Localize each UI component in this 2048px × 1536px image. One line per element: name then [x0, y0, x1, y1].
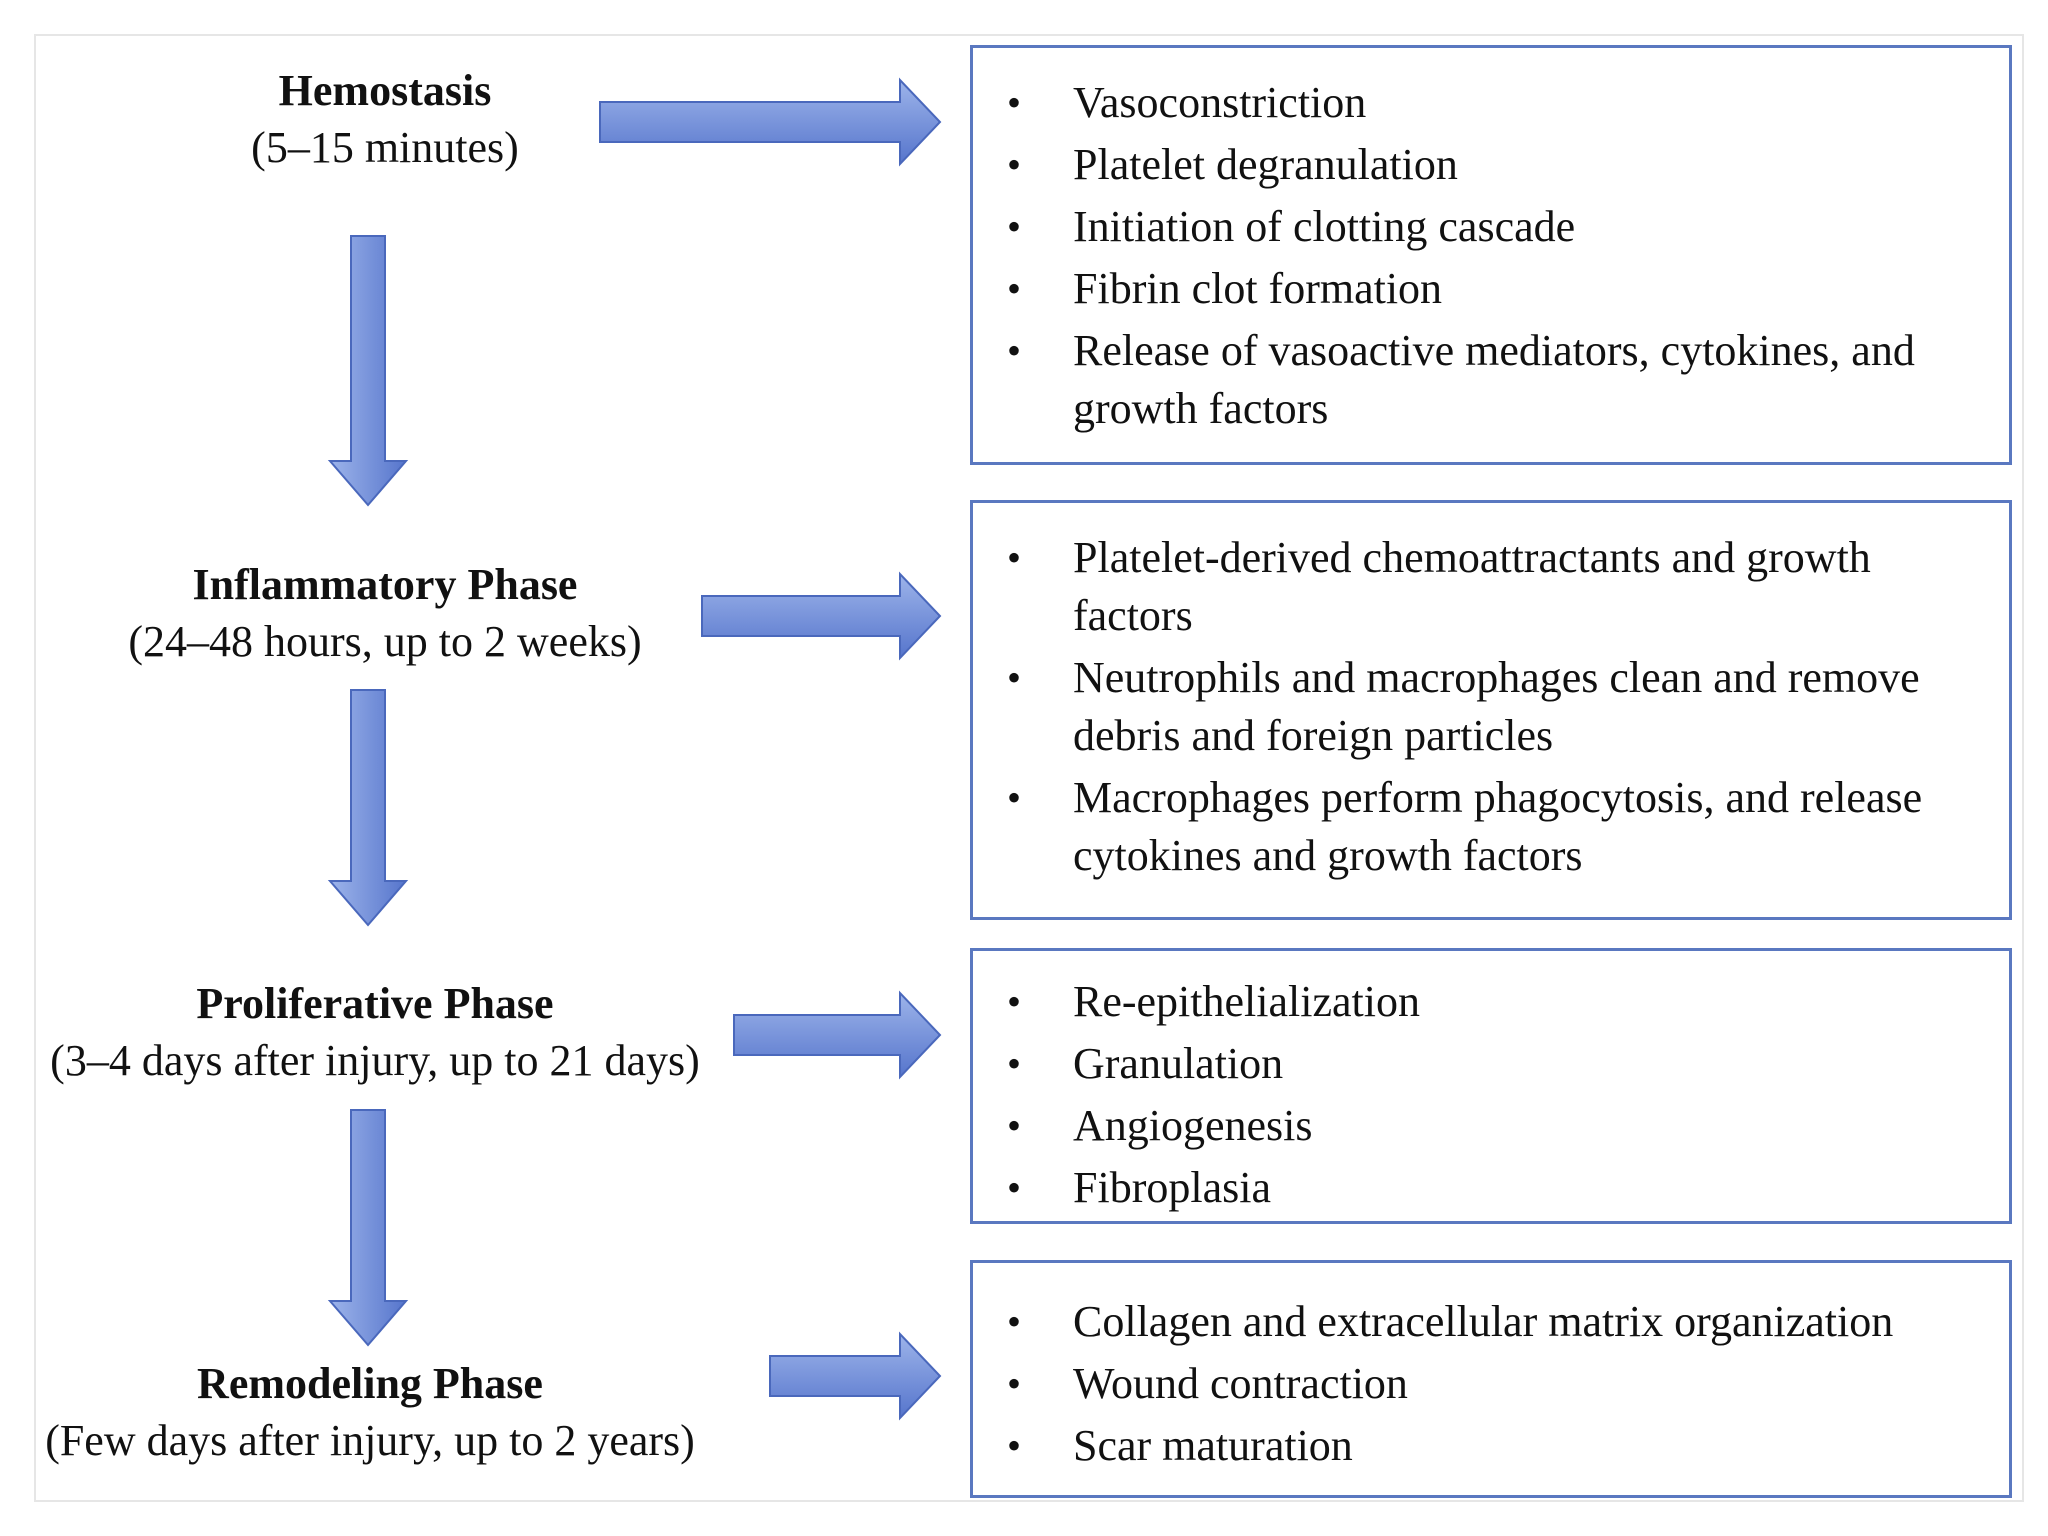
bullet-icon: •: [1007, 204, 1022, 249]
phase-name: Hemostasis: [278, 66, 492, 115]
phase-timeframe: (3–4 days after injury, up to 21 days): [50, 1036, 700, 1086]
down-arrow-2: [327, 689, 409, 927]
phase-label-proliferative: Proliferative Phase (3–4 days after inju…: [50, 975, 700, 1089]
detail-text: Wound contraction: [1073, 1359, 1408, 1408]
list-item: • Wound contraction: [973, 1355, 2009, 1413]
phase-label-inflammatory: Inflammatory Phase (24–48 hours, up to 2…: [128, 556, 641, 670]
bullet-icon: •: [1007, 535, 1022, 580]
bullet-icon: •: [1007, 1423, 1022, 1468]
bullet-icon: •: [1007, 1299, 1022, 1344]
detail-list: • Vasoconstriction • Platelet degranulatio…: [973, 74, 2009, 438]
down-arrow-1: [327, 235, 409, 507]
right-arrow-remodeling: [769, 1331, 942, 1421]
list-item: • Macrophages perform phagocytosis, and r…: [973, 769, 2009, 885]
down-arrow-3: [327, 1109, 409, 1347]
list-item: • Fibrin clot formation: [973, 260, 2009, 318]
detail-box-proliferative: • Re-epithelialization • Granulation • Angi…: [970, 948, 2012, 1224]
phase-label-remodeling: Remodeling Phase (Few days after injury,…: [45, 1355, 695, 1469]
right-arrow-hemostasis: [599, 77, 942, 167]
bullet-icon: •: [1007, 1361, 1022, 1406]
bullet-icon: •: [1007, 775, 1022, 820]
detail-text: Fibrin clot formation: [1073, 264, 1443, 313]
detail-list: • Platelet-derived chemoattractants and g…: [973, 529, 2009, 885]
list-item: • Platelet degranulation: [973, 136, 2009, 194]
list-item: • Platelet-derived chemoattractants and g…: [973, 529, 2009, 645]
detail-text: Vasoconstriction: [1073, 78, 1367, 127]
detail-box-hemostasis: • Vasoconstriction • Platelet degranulatio…: [970, 45, 2012, 465]
bullet-icon: •: [1007, 80, 1022, 125]
detail-text: Scar maturation: [1073, 1421, 1353, 1470]
list-item: • Fibroplasia: [973, 1159, 2009, 1217]
bullet-icon: •: [1007, 1041, 1022, 1086]
right-arrow-proliferative: [733, 990, 942, 1080]
detail-text: Granulation: [1073, 1039, 1284, 1088]
right-arrows: [599, 77, 942, 1421]
detail-text: Platelet degranulation: [1073, 140, 1458, 189]
bullet-icon: •: [1007, 655, 1022, 700]
bullet-icon: •: [1007, 979, 1022, 1024]
detail-text: Release of vasoactive mediators, cytokin…: [1073, 326, 1915, 433]
bullet-icon: •: [1007, 142, 1022, 187]
bullet-icon: •: [1007, 328, 1022, 373]
detail-list: • Re-epithelialization • Granulation • Angi…: [973, 973, 2009, 1217]
detail-text: Fibroplasia: [1073, 1163, 1271, 1212]
list-item: • Release of vasoactive mediators, cytoki…: [973, 322, 2009, 438]
detail-text: Macrophages perform phagocytosis, and re…: [1073, 773, 1923, 880]
list-item: • Angiogenesis: [973, 1097, 2009, 1155]
phase-timeframe: (5–15 minutes): [251, 123, 519, 173]
detail-text: Re-epithelialization: [1073, 977, 1420, 1026]
detail-text: Neutrophils and macrophages clean and re…: [1073, 653, 1920, 760]
list-item: • Scar maturation: [973, 1417, 2009, 1475]
detail-text: Collagen and extracellular matrix organi…: [1073, 1297, 1894, 1346]
down-arrows: [327, 235, 409, 1347]
detail-list: • Collagen and extracellular matrix organ…: [973, 1293, 2009, 1475]
phase-timeframe: (24–48 hours, up to 2 weeks): [128, 617, 642, 667]
list-item: • Collagen and extracellular matrix organ…: [973, 1293, 2009, 1351]
list-item: • Granulation: [973, 1035, 2009, 1093]
detail-text: Angiogenesis: [1073, 1101, 1313, 1150]
bullet-icon: •: [1007, 1103, 1022, 1148]
list-item: • Re-epithelialization: [973, 973, 2009, 1031]
bullet-icon: •: [1007, 1165, 1022, 1210]
diagram-frame: [34, 34, 2024, 1502]
detail-text: Platelet-derived chemoattractants and gr…: [1073, 533, 1871, 640]
bullet-icon: •: [1007, 266, 1022, 311]
list-item: • Neutrophils and macrophages clean and r…: [973, 649, 2009, 765]
phase-name: Inflammatory Phase: [192, 560, 578, 609]
right-arrow-inflammatory: [701, 571, 942, 661]
phase-label-hemostasis: Hemostasis (5–15 minutes): [251, 62, 519, 176]
phase-name: Proliferative Phase: [196, 979, 554, 1028]
phase-timeframe: (Few days after injury, up to 2 years): [45, 1416, 695, 1466]
detail-text: Initiation of clotting cascade: [1073, 202, 1576, 251]
list-item: • Initiation of clotting cascade: [973, 198, 2009, 256]
detail-box-inflammatory: • Platelet-derived chemoattractants and g…: [970, 500, 2012, 920]
list-item: • Vasoconstriction: [973, 74, 2009, 132]
phase-name: Remodeling Phase: [197, 1359, 543, 1408]
detail-box-remodeling: • Collagen and extracellular matrix organ…: [970, 1260, 2012, 1498]
